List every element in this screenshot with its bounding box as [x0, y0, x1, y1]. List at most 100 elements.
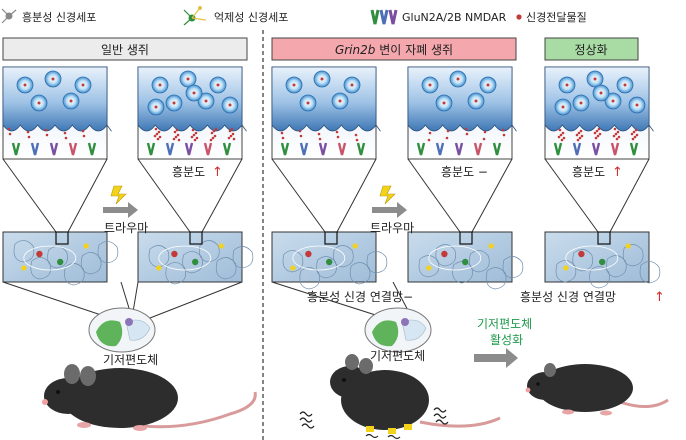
- network-panel: [544, 231, 661, 289]
- neurotransmitter-dot: [502, 133, 506, 137]
- neurotransmitter-dot: [594, 136, 598, 140]
- mouse-mutant: [299, 354, 501, 440]
- neurotransmitter-dot: [593, 131, 597, 135]
- vesicle-content: [486, 83, 490, 87]
- neurotransmitter-dot: [631, 137, 635, 141]
- neurotransmitter-dot: [579, 129, 583, 133]
- mouse-normal: [42, 364, 257, 431]
- synapse-panel: [544, 66, 654, 160]
- header-mutant: Grin2b 변이 자폐 생쥐: [271, 37, 517, 61]
- neurite: [292, 245, 346, 271]
- right-arrow-icon: [372, 202, 407, 218]
- network-label-text: 흥분성 신경 연결망: [520, 290, 616, 304]
- tissue-cell: [30, 257, 52, 280]
- excitatory-neuron: [441, 250, 448, 258]
- receptor: [280, 142, 290, 156]
- neurotransmitter-dot: [27, 135, 31, 139]
- tissue-cell: [215, 257, 237, 280]
- synapse-panels: [2, 66, 654, 160]
- funnel-line: [271, 281, 386, 319]
- neurotransmitter-dot: [230, 127, 234, 131]
- vesicle-content: [228, 103, 232, 107]
- neurotransmitter-dot: [318, 137, 322, 141]
- neurite: [23, 245, 77, 271]
- legend-excitatory-label: 흥분성 신경세포: [22, 10, 96, 24]
- neurotransmitter-dot: [213, 134, 217, 138]
- funnel-line: [2, 158, 57, 233]
- synapse-panel: [2, 66, 112, 160]
- excitatory-neuron-icon: [1, 8, 17, 24]
- mouse-restored: [525, 363, 669, 416]
- neurotransmitter-dot: [446, 129, 450, 133]
- header-mutant-gene: Grin2b: [335, 43, 376, 57]
- neurotransmitter-dot: [211, 136, 215, 140]
- vesicle-content: [69, 99, 73, 103]
- neurotransmitter-dot: [298, 129, 302, 133]
- neurotransmitter-dot: [231, 132, 235, 136]
- neurotransmitter-dot: [598, 132, 602, 136]
- tissue-cell: [485, 267, 507, 290]
- tissue-cell: [299, 267, 321, 290]
- legend-neurotransmitter-label: 신경전달물질: [526, 11, 587, 24]
- neurotransmitter-dot: [464, 127, 468, 131]
- receptor: [68, 142, 78, 156]
- neurotransmitter-dot: [176, 133, 180, 137]
- tissue-cell: [469, 250, 490, 273]
- vesicle-content: [320, 77, 324, 81]
- vesicle-content: [51, 77, 55, 81]
- inhibitory-neuron: [599, 258, 606, 266]
- glia-cell: [426, 265, 432, 271]
- header-restored: 정상화: [544, 37, 639, 61]
- neurotransmitter-dot-icon: [516, 14, 522, 20]
- tissue-cell: [349, 262, 371, 285]
- neurotransmitter-dot: [227, 136, 231, 140]
- receptor: [11, 142, 21, 156]
- glia-cell: [352, 243, 358, 249]
- glia-cell: [218, 243, 224, 249]
- header-normal: 일반 생쥐: [2, 37, 248, 61]
- neurotransmitter-dot: [154, 127, 158, 131]
- glia-cell: [625, 243, 631, 249]
- lightning-icon: [379, 185, 396, 205]
- neurotransmitter-dot: [580, 134, 584, 138]
- neurotransmitter-dot: [195, 136, 199, 140]
- neurotransmitter-dot: [615, 137, 619, 141]
- neurotransmitter-dot: [155, 132, 159, 136]
- legend-inhibitory-label: 억제성 신경세포: [214, 11, 288, 24]
- neurotransmitter-dot: [210, 131, 214, 135]
- vesicle-content: [428, 83, 432, 87]
- neurotransmitter-dot: [578, 136, 582, 140]
- excitability-text: 흥분도: [172, 165, 205, 179]
- neurotransmitter-dot: [281, 136, 285, 140]
- neurotransmitter-dot: [595, 129, 599, 133]
- excitatory-neuron: [578, 250, 585, 258]
- glia-cell: [563, 265, 569, 271]
- excitability-label-restored: 흥분도 ↑: [572, 165, 623, 180]
- zoom-box: [324, 231, 338, 245]
- vesicle-content: [37, 101, 41, 105]
- tissue-cell: [199, 240, 220, 263]
- neurotransmitter-dot: [335, 130, 339, 134]
- activation-arrow: 기저편도체 활성화: [474, 317, 532, 368]
- zoom-box: [55, 231, 69, 245]
- receptor: [356, 142, 366, 156]
- receptor: [473, 142, 483, 156]
- network-panel: [137, 231, 254, 285]
- neurotransmitter-dot: [558, 128, 562, 132]
- trauma-arrow-normal: 트라우마: [103, 185, 148, 235]
- neurotransmitter-dot: [483, 130, 487, 134]
- neurotransmitter-dot: [427, 138, 431, 142]
- shaking-marks: [299, 407, 449, 440]
- neurotransmitter-dot: [577, 131, 581, 135]
- neurotransmitter-dot: [26, 130, 30, 134]
- excitability-text: 흥분도: [572, 165, 605, 179]
- neurotransmitter-dot: [209, 138, 213, 142]
- neurotransmitter-dot: [557, 135, 561, 139]
- network-panel: [2, 231, 119, 286]
- neurotransmitter-dot: [153, 134, 157, 138]
- neurotransmitter-dot: [428, 131, 432, 135]
- neurotransmitter-dot: [45, 133, 49, 137]
- basal-ganglia-label: 기저편도체: [370, 349, 425, 363]
- receptor: [299, 142, 309, 156]
- zoom-box: [597, 231, 611, 245]
